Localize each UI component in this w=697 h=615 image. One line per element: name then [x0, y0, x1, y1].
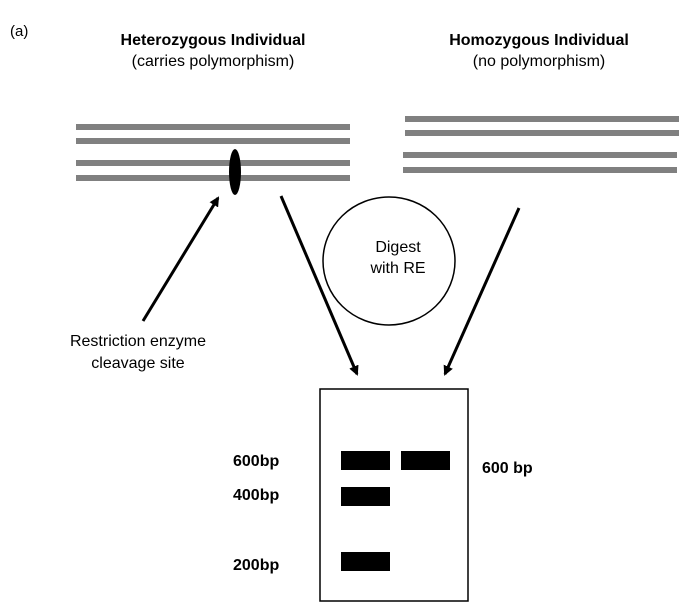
gel-band-400bp-heterozygous: [341, 487, 390, 506]
gel-band-600bp-homozygous: [401, 451, 450, 470]
gel-label-400bp: 400bp: [233, 487, 279, 504]
dna-strand: [405, 116, 679, 122]
homozygous-title: Homozygous Individual: [449, 32, 629, 49]
heterozygous-dna: [76, 124, 350, 195]
panel-label: (a): [10, 23, 28, 40]
digest-circle: [322, 196, 456, 326]
cleavage-site-arrow: [141, 196, 220, 322]
digest-label-line2: with RE: [369, 260, 425, 277]
dna-strand: [405, 130, 679, 136]
gel-box: [319, 388, 469, 602]
restriction-site-label-line2: cleavage site: [91, 355, 184, 372]
heterozygous-title: Heterozygous Individual: [121, 32, 306, 49]
dna-strand: [76, 124, 350, 130]
gel-label-600bp-right: 600 bp: [482, 460, 533, 477]
gel-label-600bp: 600bp: [233, 453, 279, 470]
gel-label-200bp: 200bp: [233, 557, 279, 574]
dna-strand: [76, 160, 350, 166]
cleavage-site-marker: [229, 149, 241, 195]
homozygous-to-gel-arrow: [443, 207, 521, 376]
homozygous-dna: [403, 116, 679, 173]
restriction-site-label-line1: Restriction enzyme: [70, 333, 206, 350]
dna-strand: [403, 152, 677, 158]
dna-strand: [403, 167, 677, 173]
dna-strand: [76, 175, 350, 181]
heterozygous-subtitle: (carries polymorphism): [132, 53, 295, 70]
heterozygous-to-gel-arrow: [279, 195, 359, 376]
dna-strand: [76, 138, 350, 144]
gel-band-600bp-heterozygous: [341, 451, 390, 470]
gel-band-200bp-heterozygous: [341, 552, 390, 571]
digest-label-line1: Digest: [375, 239, 421, 256]
homozygous-subtitle: (no polymorphism): [473, 53, 605, 70]
